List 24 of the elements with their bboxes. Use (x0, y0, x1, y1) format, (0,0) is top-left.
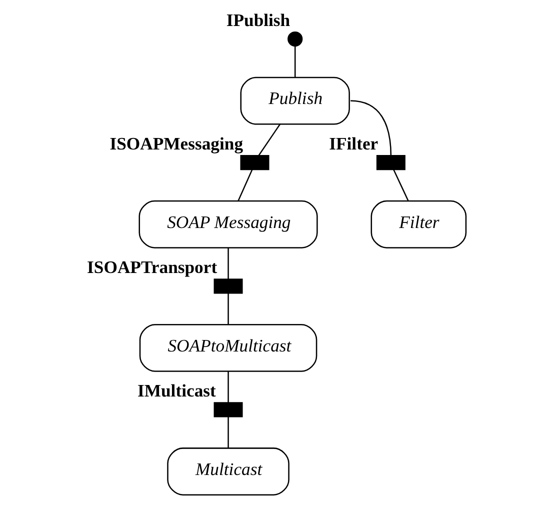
connector (392, 169, 408, 202)
node-box: Multicast (166, 448, 289, 496)
node-box: SOAP Messaging (138, 200, 318, 248)
node-label: IFilter (328, 134, 378, 154)
node-box (240, 155, 269, 170)
node-box: Filter (370, 200, 466, 248)
node-box (376, 155, 405, 170)
node-label: ISOAPTransport (86, 257, 217, 278)
connector (227, 416, 228, 448)
node-box: SOAPtoMulticast (138, 324, 317, 372)
connector (237, 169, 252, 202)
node-label: IPublish (226, 10, 290, 30)
connector (350, 100, 392, 156)
node-label: ISOAPMessaging (109, 134, 243, 154)
connector (227, 293, 228, 325)
node-box (213, 278, 242, 294)
connector (294, 46, 296, 78)
node-circle (287, 31, 302, 47)
connector (258, 124, 280, 156)
node-box (213, 402, 242, 418)
connector (227, 371, 228, 403)
node-box: Publish (240, 76, 350, 125)
node-label: IMulticast (136, 380, 216, 401)
connector (227, 248, 228, 280)
